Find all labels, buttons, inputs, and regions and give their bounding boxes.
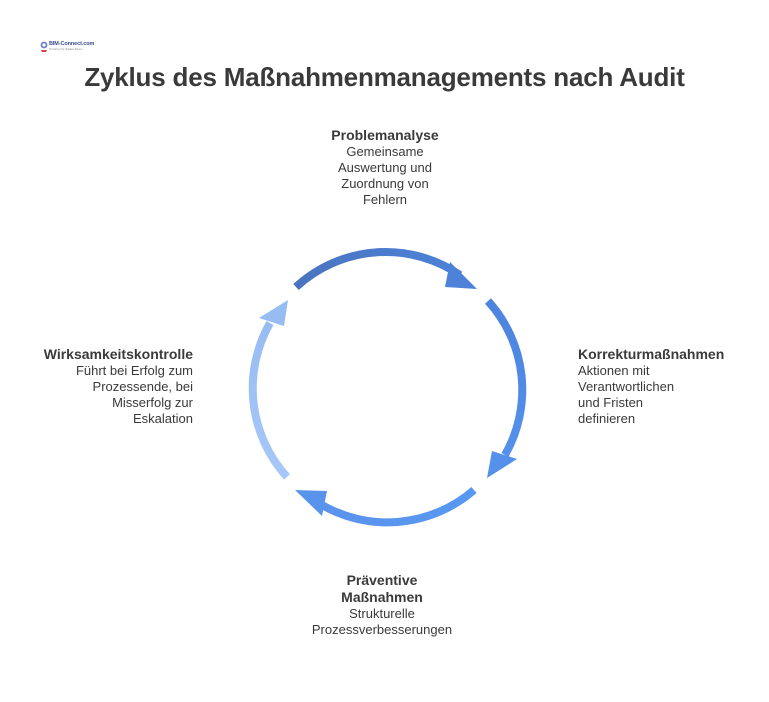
node-praeventive-massnahmen: Präventive Maßnahmen Strukturelle Prozes…: [282, 572, 482, 638]
node-korrekturmassnahmen: Korrekturmaßnahmen Aktionen mit Verantwo…: [578, 346, 758, 427]
node-description-line: Fehlern: [362, 192, 408, 207]
node-description-line: definieren: [578, 411, 636, 426]
node-heading: Problemanalyse: [331, 127, 439, 143]
node-wirksamkeitskontrolle: Wirksamkeitskontrolle Führt bei Erfolg z…: [10, 346, 193, 427]
node-description-line: Gemeinsame: [346, 144, 424, 159]
arrow-bottom: [295, 486, 477, 527]
node-heading: Korrekturmaßnahmen: [578, 346, 725, 362]
node-description-line: und Fristen: [578, 395, 644, 410]
node-heading: Wirksamkeitskontrolle: [43, 346, 193, 362]
arrow-top: [293, 248, 477, 290]
logo-text: BIM-Connect.com: [49, 41, 95, 47]
node-heading: Präventive: [346, 572, 418, 588]
node-description-line: Strukturelle: [349, 606, 415, 621]
logo: BIM-Connect.com Ihr Partner für digitale…: [40, 41, 94, 53]
node-description-line: Führt bei Erfolg zum: [75, 363, 193, 378]
arrow-left: [248, 300, 290, 480]
node-description-line: Eskalation: [133, 411, 193, 426]
node-description-line: Prozessverbesserungen: [311, 622, 453, 637]
node-description-line: Prozessende, bei: [92, 379, 193, 394]
logo-tagline: Ihr Partner für digitales Bauen: [49, 48, 83, 51]
node-problemanalyse: Problemanalyse Gemeinsame Auswertung und…: [285, 127, 485, 208]
page-title: Zyklus des Maßnahmenmanagements nach Aud…: [84, 62, 685, 92]
node-description-line: Misserfolg zur: [112, 395, 193, 410]
node-description-line: Auswertung und: [338, 160, 432, 175]
logo-icon: [40, 41, 48, 52]
node-description-line: Aktionen mit: [578, 363, 650, 378]
node-description-line: Zuordnung von: [341, 176, 429, 191]
arrow-right: [485, 298, 527, 478]
node-description-line: Verantwortlichen: [578, 379, 675, 394]
node-heading: Maßnahmen: [341, 589, 423, 605]
